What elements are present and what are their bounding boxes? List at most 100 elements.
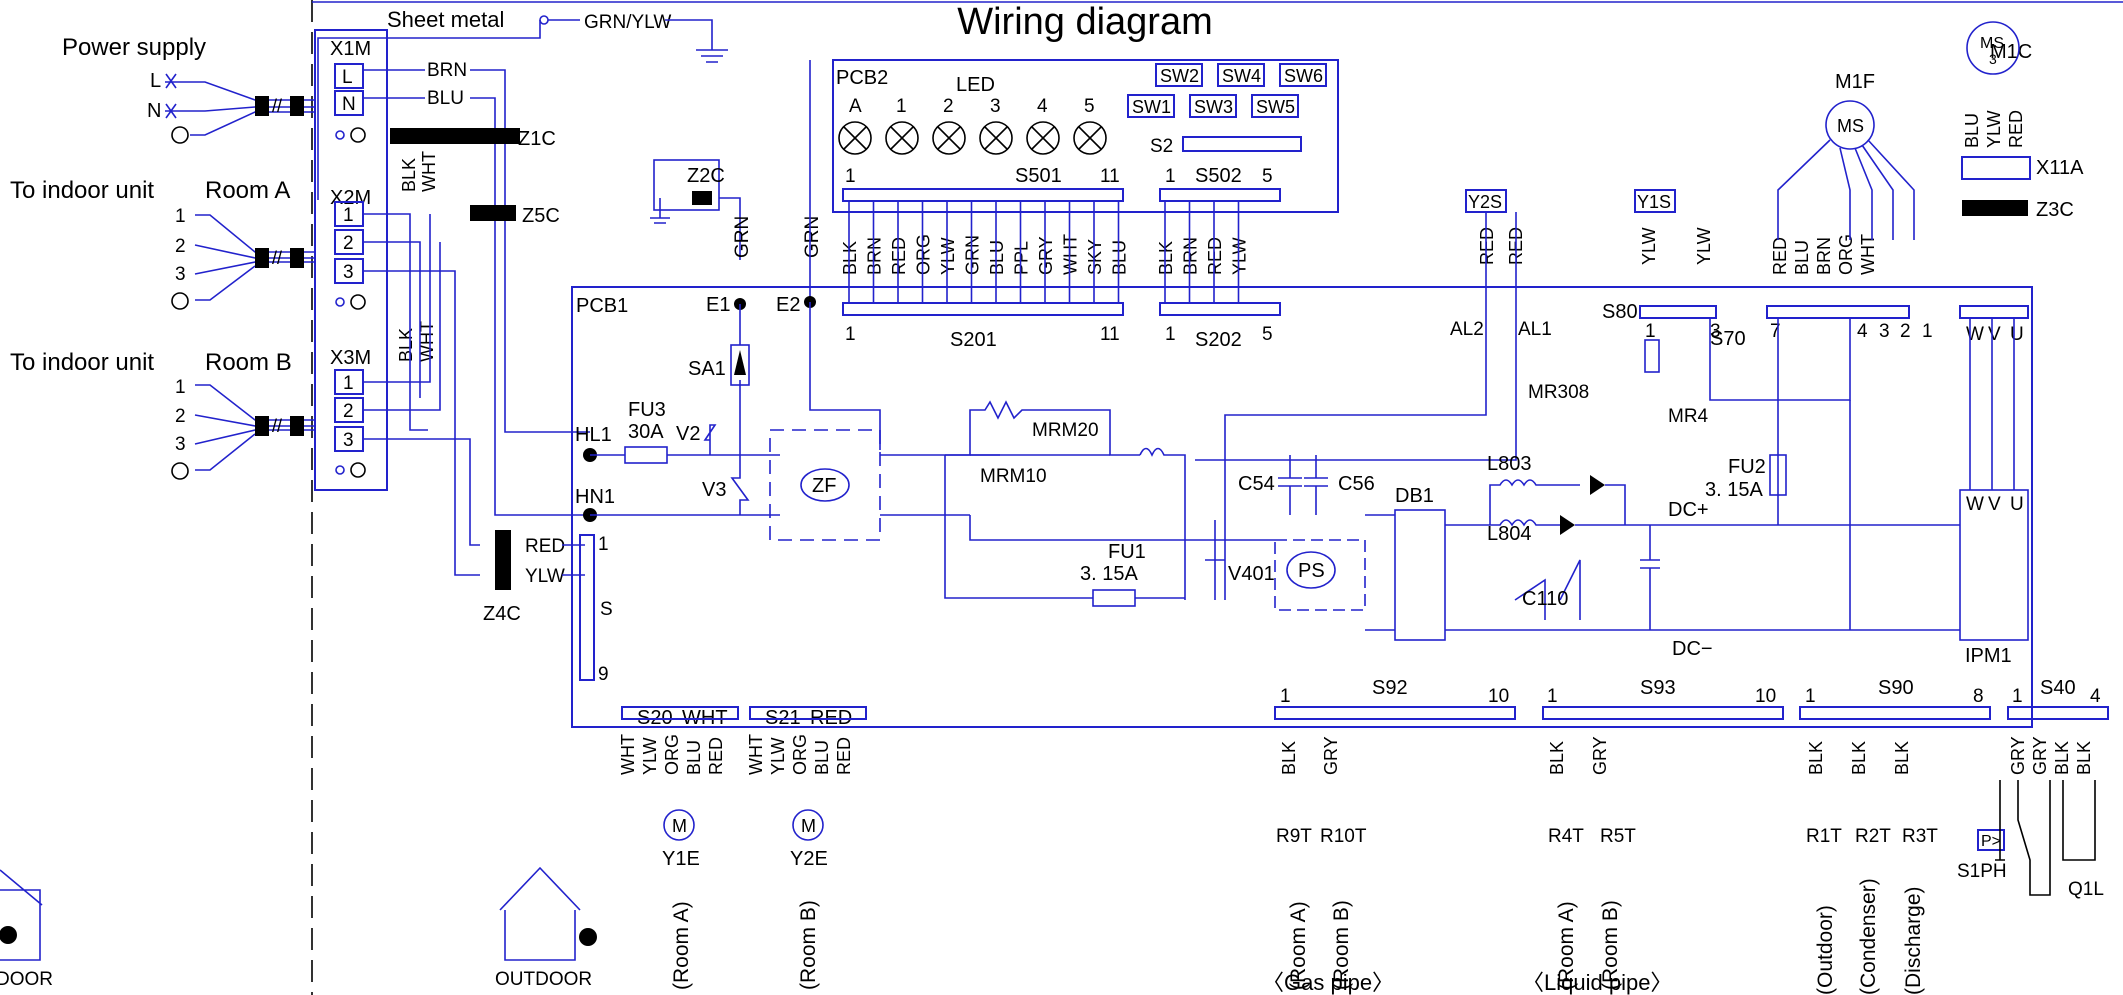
s2-dip-switch [1182, 136, 1302, 152]
x2m-2: 2 [343, 233, 354, 254]
fu2-label: FU2 [1728, 456, 1766, 478]
cable-break-b: // [272, 416, 282, 436]
s93-pin-1: 1 [1547, 686, 1558, 707]
s21-wire: BLU [812, 740, 832, 775]
switch-label: SW5 [1256, 97, 1295, 117]
indoor-b-1: 1 [175, 377, 186, 398]
switch-label: SW3 [1194, 97, 1233, 117]
s501-wire: RED [889, 237, 909, 275]
z5c-ferrite-core [470, 205, 516, 221]
y2e-label: Y2E [790, 848, 828, 870]
pcb1-board [571, 286, 2033, 728]
sheet-metal-frame-wire [317, 20, 541, 200]
led-icon [1026, 121, 1060, 155]
db1-wires [1365, 514, 1475, 631]
blu-label: BLU [427, 88, 464, 109]
to-indoor-unit-b: To indoor unit [10, 349, 154, 376]
s70-pin-number: 7 [1770, 321, 1781, 342]
ipm1-label: IPM1 [1965, 645, 2012, 667]
y1s-box [1634, 189, 1676, 213]
pcb2-label: PCB2 [836, 67, 888, 89]
room-b-label: Room B [205, 349, 292, 376]
r9t-room-a: (Room A) [1287, 901, 1310, 990]
s21-wire: YLW [768, 737, 788, 775]
al2-label: AL2 [1450, 319, 1484, 340]
ground-icon [350, 127, 366, 143]
r2t-condenser: (Condenser) [1857, 878, 1880, 995]
indoor-a-1: 1 [175, 206, 186, 227]
y2s-red-1: RED [1477, 227, 1497, 265]
s501-wire: GRN [963, 235, 983, 275]
s70-pin-number: 4 [1857, 321, 1868, 342]
mrm10-label: MRM10 [980, 466, 1047, 487]
c56-label: C56 [1338, 473, 1375, 495]
m1c-wire: BLU [1962, 113, 1982, 148]
m1c-wire: YLW [1984, 110, 2004, 148]
cable-break-a: // [272, 248, 282, 268]
s1ph-symbol-text: P> [1981, 833, 2001, 850]
x1m-l-box [334, 63, 364, 89]
s-pin-9: 9 [598, 664, 609, 685]
s40-pin-4: 4 [2090, 686, 2101, 707]
s70-connector [1766, 305, 1910, 319]
cable-gland-a-2 [290, 248, 304, 268]
y1s-label: Y1S [1637, 192, 1671, 212]
s201-pin-1: 1 [845, 324, 856, 345]
l804-label: L804 [1487, 523, 1532, 545]
x11a-label: X11A [2036, 157, 2084, 179]
ground-icon [350, 462, 366, 478]
s92-pin-1: 1 [1280, 686, 1291, 707]
s90-label: S90 [1878, 677, 1914, 699]
x2m-1: 1 [343, 205, 354, 226]
sheet-metal-terminal [539, 15, 549, 25]
ipm1-module [1959, 489, 2029, 641]
switch-box [1155, 63, 1203, 87]
ps-ellipse [1286, 551, 1336, 589]
mrm20-relay [945, 400, 1140, 456]
x11a-connector [1961, 156, 2031, 180]
outdoor-house-icon [499, 866, 581, 961]
n-label: N [147, 100, 161, 122]
s502-label: S502 [1195, 165, 1242, 187]
s70-label: S70 [1710, 328, 1746, 350]
l803-label: L803 [1487, 453, 1532, 475]
led-icon [979, 121, 1013, 155]
z2c-wire [719, 197, 741, 260]
led-number: A [849, 96, 862, 117]
r5t-room-b: (Room B) [1599, 900, 1622, 990]
m1f-wire: BLU [1792, 240, 1812, 275]
switch-box [1217, 63, 1265, 87]
led-number: 3 [990, 96, 1001, 117]
led-number: 1 [896, 96, 907, 117]
z4c-label: Z4C [483, 603, 521, 625]
fu3-rating: 30A [628, 421, 664, 443]
fu1-rating: 3. 15A [1080, 563, 1138, 585]
l-label: L [150, 70, 161, 92]
y1e-m: M [672, 816, 687, 836]
r3t-discharge: (Discharge) [1902, 886, 1925, 995]
z4c-ylw: YLW [525, 566, 565, 587]
r9t-label: R9T [1276, 826, 1312, 847]
ground-icon [650, 198, 670, 224]
s92-gry: GRY [1321, 736, 1341, 775]
s40-gry-1: GRY [2008, 736, 2028, 775]
ipm-terminal-label: W [1966, 494, 1984, 515]
s501-wire: YLW [938, 237, 958, 275]
ipm-connector [1959, 305, 2029, 319]
indoor-b-3: 3 [175, 434, 186, 455]
x1m-n-box [334, 90, 364, 116]
y2s-label: Y2S [1468, 192, 1502, 212]
s501-wire: WHT [1061, 234, 1081, 275]
s92-blk: BLK [1279, 741, 1299, 775]
y1e-label: Y1E [662, 848, 700, 870]
s80-label: S80 [1602, 301, 1638, 323]
ground-icon [171, 292, 189, 310]
v401-label: V401 [1228, 563, 1275, 585]
s20-connector [621, 706, 739, 720]
sa1-symbol [734, 350, 746, 375]
x3m-3: 3 [343, 430, 354, 451]
s40-label: S40 [2040, 677, 2076, 699]
y2e-room-b: (Room B) [797, 900, 820, 990]
